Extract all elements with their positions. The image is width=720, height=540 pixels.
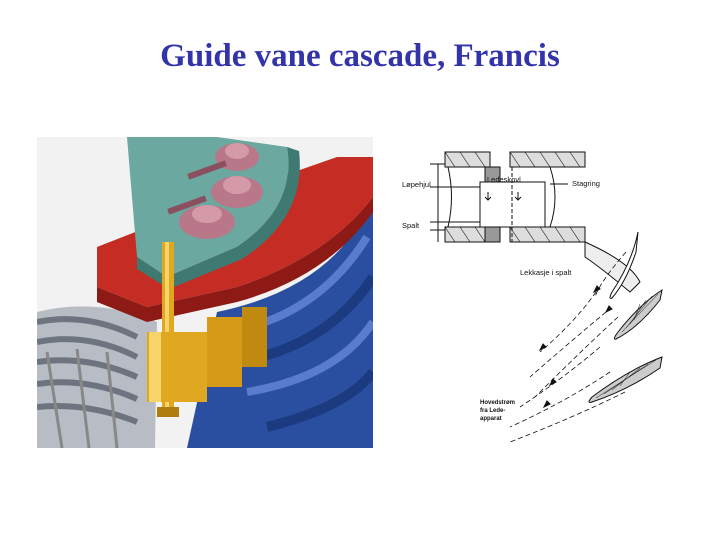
streamlines xyxy=(509,251,627,443)
label-lopehjul: Løpehjul xyxy=(402,180,431,189)
guide-vane-stems xyxy=(147,242,267,417)
cross-section xyxy=(430,151,641,293)
label-ledeskovl: Ledeskovl xyxy=(487,175,521,184)
francis-turbine-cutaway-illustration xyxy=(37,137,373,448)
airfoil-cascade xyxy=(588,231,663,403)
slide-title: Guide vane cascade, Francis xyxy=(160,38,560,74)
label-spalt: Spalt xyxy=(402,221,420,230)
label-hovedstrom-2: fra Lede- xyxy=(480,408,505,414)
label-stagring: Stagring xyxy=(572,179,600,188)
flow-arrows xyxy=(538,285,613,409)
runner-blades xyxy=(37,306,157,448)
label-lekkasje: Lekkasje i spalt xyxy=(520,268,572,277)
guide-vane-cascade-diagram: Løpehjul Ledeskovl Stagring Spalt Lekkas… xyxy=(402,151,663,443)
label-hovedstrom-3: apparat xyxy=(480,416,502,422)
label-hovedstrom-1: Hovedstrøm xyxy=(480,400,515,406)
guide-vane-levers xyxy=(167,143,263,239)
